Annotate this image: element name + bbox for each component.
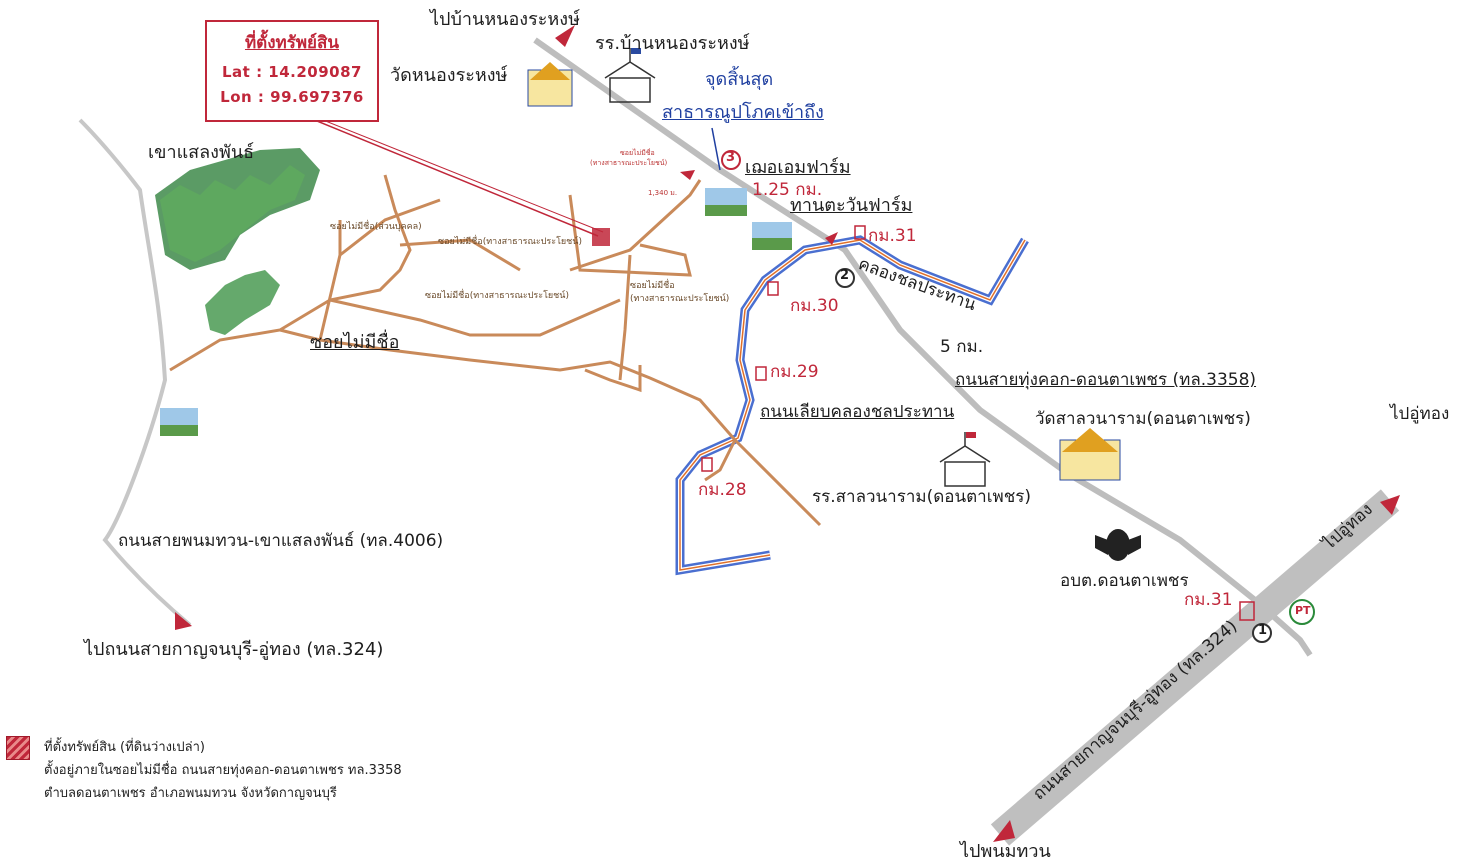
label-km31-top: กม.31 — [868, 226, 917, 246]
label-km28: กม.28 — [698, 480, 747, 500]
km31-bottom-marker-icon — [1239, 601, 1255, 621]
label-soi-small-2: ซอยไม่มีชื่อ(ทางสาธารณะประโยชน์) — [438, 237, 582, 247]
garuda-emblem-icon — [1095, 529, 1141, 561]
label-soi-no-name: ซอยไม่มีชื่อ — [310, 332, 400, 353]
label-sao-don-ta-phet: อบต.ดอนตาเพชร — [1060, 571, 1189, 591]
label-soi-small-1: ซอยไม่มีชื่อ(ส่วนบุคคล) — [330, 222, 422, 232]
mountain-area — [155, 148, 320, 335]
label-wat-salawanaram: วัดสาลวนาราม(ดอนตาเพชร) — [1035, 409, 1251, 429]
label-soi-small-3: ซอยไม่มีชื่อ(ทางสาธารณะประโยชน์) — [425, 291, 569, 301]
legend-line-3: ตำบลดอนตาเพชร อำเภอพนมทวน จังหวัดกาญจนบุ… — [44, 785, 337, 801]
label-end-point-1: จุดสิ้นสุด — [705, 69, 774, 90]
label-soi-small-5a: ซอยไม่มีชื่อ — [620, 149, 655, 157]
km31-top-marker-icon — [854, 225, 866, 240]
label-dist-5: 5 กม. — [940, 337, 984, 357]
label-khao-saeng-phan: เขาแสลงพันธ์ — [148, 142, 255, 163]
pt-station-icon — [1289, 599, 1315, 625]
km28-marker-icon — [701, 457, 713, 472]
school-nong-rahong-icon — [604, 48, 656, 103]
legend-line-2: ตั้งอยู่ภายในซอยไม่มีชื่อ ถนนสายทุ่งคอก-… — [44, 762, 402, 778]
label-school-salawanaram: รร.สาลวนาราม(ดอนตาเพชร) — [812, 487, 1032, 507]
km30-marker-icon — [767, 281, 779, 296]
marker-2-number: 2 — [840, 268, 850, 283]
label-school-nong-rahong: รร.บ้านหนองระหงษ์ — [595, 33, 750, 54]
label-road-3358: ถนนสายทุ่งคอก-ดอนตาเพชร (ทล.3358) — [955, 370, 1257, 390]
road-3358 — [533, 37, 1313, 657]
label-farm-2: ทานตะวันฟาร์ม — [790, 195, 913, 216]
road-4006 — [78, 118, 192, 627]
label-km31-bottom: กม.31 — [1184, 590, 1233, 610]
marker-1-icon — [1252, 623, 1272, 643]
arrow-to-phanom-thuan-icon — [993, 820, 1015, 842]
label-end-point-2: สาธารณูปโภคเข้าถึง — [662, 102, 824, 123]
legend-line-1: ที่ตั้งทรัพย์สิน (ที่ดินว่างเปล่า) — [44, 740, 206, 755]
pt-logo-text: PT — [1295, 604, 1311, 617]
local-roads — [169, 174, 822, 527]
marker-3-icon — [721, 150, 741, 170]
label-canal-road: ถนนเลียบคลองชลประทาน — [760, 402, 955, 422]
property-lon: Lon : 99.697376 — [220, 88, 364, 106]
label-soi-small-4a: ซอยไม่มีชื่อ — [630, 281, 675, 291]
property-plot — [592, 228, 610, 246]
temple-salawanaram-icon — [1059, 428, 1121, 481]
label-to-phanom-thuan: ไปพนมทวน — [960, 841, 1051, 862]
label-soi-small-5b: (ทางสาธารณะประโยชน์) — [590, 159, 668, 167]
label-to-u-thong-top: ไปอู่ทอง — [1390, 404, 1450, 424]
label-road-4006: ถนนสายพนมทวน-เขาแสลงพันธ์ (ทล.4006) — [118, 531, 444, 551]
marker-1-number: 1 — [1258, 623, 1268, 638]
legend: ที่ตั้งทรัพย์สิน (ที่ดินว่างเปล่า) ตั้งอ… — [44, 737, 402, 805]
temple-nong-rahong-icon — [527, 62, 573, 107]
school-salawanaram-icon — [939, 432, 991, 487]
km29-marker-icon — [755, 366, 767, 381]
property-location-box: ที่ตั้งทรัพย์สิน Lat : 14.209087 Lon : 9… — [205, 20, 379, 122]
label-to-road-324: ไปถนนสายกาญจนบุรี-อู่ทอง (ทล.324) — [84, 639, 384, 660]
label-to-nong-rahong: ไปบ้านหนองระหงษ์ — [430, 9, 580, 30]
property-box-title: ที่ตั้งทรัพย์สิน — [244, 33, 340, 53]
label-soi-small-4b: (ทางสาธารณะประโยชน์) — [630, 294, 730, 304]
road-324 — [990, 489, 1400, 846]
label-km29: กม.29 — [770, 362, 819, 382]
label-dist-125: 1.25 กม. — [752, 180, 823, 200]
arrow-to-nong-rahong-icon — [555, 25, 575, 47]
label-wat-nong-rahong: วัดหนองระหงษ์ — [390, 65, 508, 86]
label-km30: กม.30 — [790, 296, 839, 316]
irrigation-canal — [675, 235, 1029, 576]
property-lat: Lat : 14.209087 — [222, 63, 362, 81]
label-farm-1: เฌอเอมฟาร์ม — [745, 157, 851, 178]
marker-2-icon — [835, 268, 855, 288]
arrow-to-u-thong-icon — [1380, 495, 1400, 515]
label-dist-1340: 1,340 ม. — [648, 189, 678, 197]
legend-swatch-icon — [6, 736, 30, 760]
arrow-to-324-icon — [175, 612, 192, 630]
property-pointer-line — [294, 111, 599, 237]
marker-3-number: 3 — [726, 150, 736, 165]
